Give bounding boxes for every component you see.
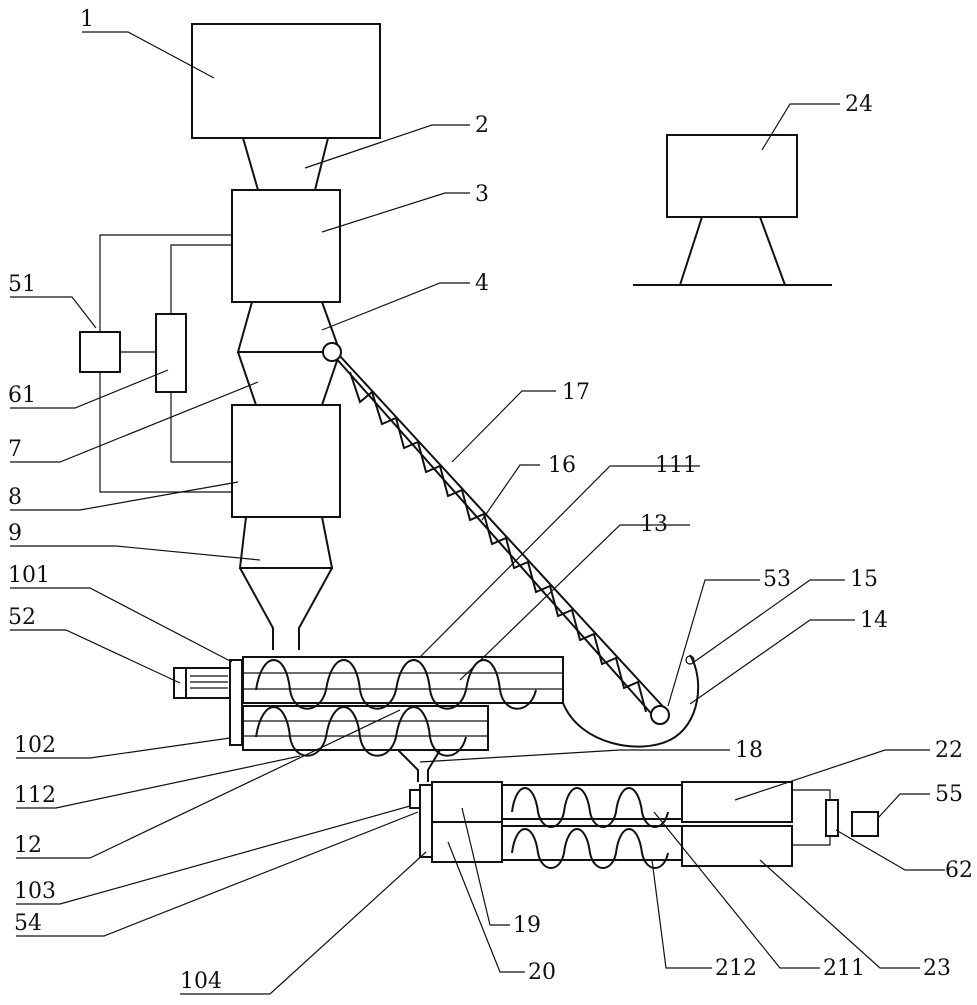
label-53: 53 [763, 567, 791, 592]
component-1-box [192, 24, 380, 138]
label-62: 62 [945, 858, 973, 883]
leader-7 [10, 382, 258, 462]
leader-9 [10, 546, 260, 560]
component-3-box [232, 190, 340, 302]
leader-54 [16, 812, 418, 936]
label-51: 51 [8, 272, 36, 297]
leader-52 [10, 630, 180, 683]
leader-18 [420, 750, 730, 762]
conveyor-top-pulley [323, 343, 341, 361]
end-plate-101-102 [230, 660, 242, 745]
label-16: 16 [548, 453, 576, 478]
leader-16 [482, 465, 540, 520]
label-103: 103 [14, 879, 56, 904]
component-8-box [232, 405, 340, 517]
motor-22 [682, 782, 792, 822]
label-19: 19 [513, 913, 541, 938]
leader-8 [10, 482, 238, 510]
leader-103 [16, 806, 410, 904]
label-111: 111 [655, 453, 697, 478]
label-101: 101 [8, 563, 50, 588]
label-4: 4 [475, 271, 489, 296]
label-3: 3 [475, 182, 489, 207]
drive-motor-52 [185, 668, 230, 698]
label-61: 61 [8, 383, 36, 408]
label-17: 17 [562, 380, 590, 405]
label-102: 102 [14, 733, 56, 758]
box-19 [432, 782, 502, 822]
label-8: 8 [8, 485, 22, 510]
label-55: 55 [935, 782, 963, 807]
return-trough-14 [563, 655, 698, 747]
label-212: 212 [715, 956, 757, 981]
component-24-stand [633, 217, 832, 285]
leader-15 [694, 580, 845, 662]
wiring-62 [792, 790, 830, 845]
component-9-cone [240, 517, 332, 568]
leader-4 [322, 283, 470, 330]
motor-54 [410, 790, 420, 808]
leader-101 [10, 588, 232, 662]
label-104: 104 [180, 969, 222, 994]
label-52: 52 [8, 605, 36, 630]
leader-14 [690, 620, 855, 704]
feed-hopper [240, 568, 332, 650]
label-112: 112 [14, 783, 56, 808]
label-12: 12 [14, 833, 42, 858]
end-plate-103-104 [420, 785, 432, 857]
label-211: 211 [823, 956, 865, 981]
label-15: 15 [850, 567, 878, 592]
lower-screw-housing [243, 706, 488, 750]
label-2: 2 [475, 113, 489, 138]
box-55 [852, 812, 878, 836]
component-51-box [80, 332, 120, 372]
leader-212 [652, 860, 712, 968]
component-24-box [667, 135, 797, 217]
leader-3 [322, 193, 470, 232]
label-1: 1 [80, 7, 94, 32]
motor-23 [682, 826, 792, 866]
label-9: 9 [8, 521, 22, 546]
component-7-cone [238, 352, 340, 405]
leader-51 [10, 297, 96, 328]
component-61-box [156, 314, 186, 392]
label-14: 14 [860, 608, 888, 633]
label-24: 24 [845, 92, 873, 117]
conveyor-bottom-pulley [651, 706, 669, 724]
leader-17 [452, 391, 556, 462]
leader-111 [420, 466, 700, 657]
label-7: 7 [8, 437, 22, 462]
leader-23 [760, 860, 920, 968]
label-54: 54 [14, 911, 42, 936]
label-20: 20 [528, 960, 556, 985]
label-23: 23 [923, 956, 951, 981]
leader-112 [16, 756, 300, 808]
component-4-cone [238, 302, 340, 352]
label-22: 22 [935, 738, 963, 763]
label-13: 13 [640, 512, 668, 537]
leader-55 [878, 794, 930, 818]
label-18: 18 [735, 738, 763, 763]
hopper-18 [398, 750, 440, 782]
